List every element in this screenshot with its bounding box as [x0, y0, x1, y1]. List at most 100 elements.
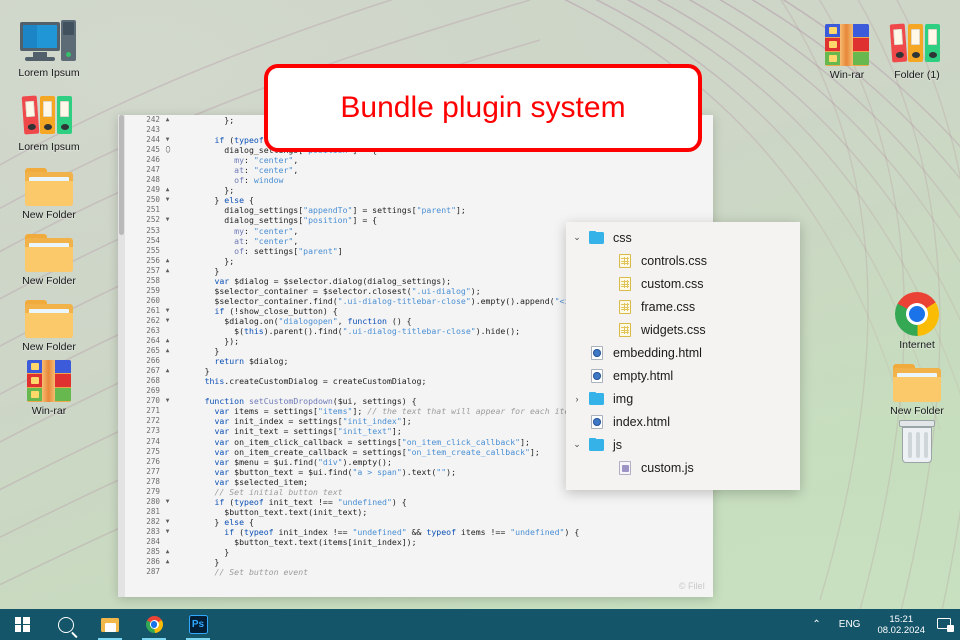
fold-down-icon[interactable]: ▼ [165, 216, 170, 224]
code-line: 263 $(this).parent().find(".ui-dialog-ti… [125, 325, 713, 337]
code-text [163, 386, 175, 396]
file-tree-row[interactable]: controls.css [566, 249, 800, 272]
clock-date: 08.02.2024 [877, 624, 925, 636]
code-text: $(this).parent().find(".ui-dialog-titleb… [175, 325, 521, 336]
notification-icon[interactable] [937, 617, 954, 632]
line-number: 282▼ [125, 516, 169, 527]
chevron-down-icon[interactable]: ⌄ [573, 232, 581, 242]
folder-icon [6, 222, 92, 272]
html-file-icon [588, 345, 606, 361]
file-explorer-button[interactable] [88, 609, 132, 640]
file-tree-row[interactable]: embedding.html [566, 341, 800, 364]
desktop-icon-label: New Folder [22, 341, 76, 353]
desktop-icon-new-folder-right[interactable]: New Folder [874, 352, 960, 417]
start-button[interactable] [0, 609, 44, 640]
bookmark-icon[interactable]: ⬯ [165, 145, 171, 155]
desktop-icon-winrar-left[interactable]: Win-rar [6, 352, 92, 417]
line-number: 272 [125, 416, 163, 427]
code-line: 281 $button_text.text(init_text); [125, 506, 713, 517]
clock[interactable]: 15:21 08.02.2024 [869, 614, 933, 636]
file-tree-row[interactable]: empty.html [566, 364, 800, 387]
watermark: © FileI [678, 581, 705, 591]
line-number: 252▼ [125, 215, 169, 226]
chevron-down-icon[interactable]: ⌄ [573, 439, 581, 449]
code-line: 243 [125, 125, 713, 136]
photoshop-button[interactable]: Ps [176, 609, 220, 640]
line-number: 274 [125, 436, 163, 447]
code-text: var $dialog = $selector.dialog(dialog_se… [214, 275, 452, 286]
file-tree-row[interactable]: index.html [566, 410, 800, 433]
file-explorer-icon [101, 617, 119, 632]
fold-up-icon[interactable]: ▲ [165, 548, 170, 556]
fold-down-icon[interactable]: ▼ [165, 136, 170, 144]
file-tree-row[interactable]: ›img [566, 387, 800, 410]
code-text: } [175, 346, 220, 357]
line-number: 260 [125, 295, 163, 306]
chrome-button[interactable] [132, 609, 176, 640]
fold-up-icon[interactable]: ▲ [165, 186, 170, 194]
file-tree-row[interactable]: ⌄js [566, 433, 800, 456]
code-text: } [175, 547, 230, 558]
file-tree-row[interactable]: frame.css [566, 295, 800, 318]
fold-down-icon[interactable]: ▼ [165, 517, 170, 525]
js-file-icon [616, 460, 634, 476]
folder-icon [588, 437, 606, 453]
chrome-icon [145, 616, 163, 633]
desktop-icon-recycle-bin[interactable] [874, 414, 960, 467]
fold-down-icon[interactable]: ▼ [165, 527, 170, 535]
code-line: 249▲ }; [125, 185, 713, 196]
fold-down-icon[interactable]: ▼ [165, 306, 170, 314]
desktop-icon-new-folder-2[interactable]: New Folder [6, 222, 92, 287]
code-text: // Set initial button text [214, 486, 343, 497]
tray-expand-icon[interactable]: ⌃ [812, 619, 821, 630]
code-text: } else { [175, 195, 254, 206]
code-text: function setCustomDropdown($ui, settings… [204, 396, 417, 407]
fold-down-icon[interactable]: ▼ [165, 397, 170, 405]
desktop-icon-new-folder-3[interactable]: New Folder [6, 288, 92, 353]
line-number: 254 [125, 235, 163, 246]
chevron-right-icon[interactable]: › [575, 393, 579, 404]
code-text: at: "center", [234, 165, 299, 176]
line-number: 278 [125, 476, 163, 487]
fold-up-icon[interactable]: ▲ [165, 558, 170, 566]
fold-up-icon[interactable]: ▲ [165, 256, 170, 264]
line-number: 280▼ [125, 496, 169, 507]
desktop-icon-winrar-right[interactable]: Win-rar [804, 16, 890, 81]
language-indicator[interactable]: ENG [838, 619, 861, 630]
fold-up-icon[interactable]: ▲ [165, 367, 170, 375]
line-number: 243 [125, 125, 163, 136]
desktop-icon-label: Lorem Ipsum [18, 67, 80, 79]
desktop-icon-new-folder-1[interactable]: New Folder [6, 156, 92, 221]
fold-up-icon[interactable]: ▲ [165, 347, 170, 355]
code-line: 271 var items = settings["items"]; // th… [125, 406, 713, 417]
search-button[interactable] [44, 609, 88, 640]
code-text: return $dialog; [214, 356, 289, 367]
code-text: $selector_container = $selector.closest(… [175, 285, 481, 296]
line-number: 264▲ [125, 336, 169, 347]
file-tree-row[interactable]: widgets.css [566, 318, 800, 341]
editor-scrollbar[interactable] [118, 115, 125, 597]
desktop-icon-lorem-ipsum-computer[interactable]: Lorem Ipsum [6, 14, 92, 79]
desktop-icon-folder-1[interactable]: Folder (1) [874, 16, 960, 81]
code-line: 267▲ } [125, 366, 713, 377]
desktop-icon-lorem-ipsum-binders[interactable]: Lorem Ipsum [6, 88, 92, 153]
fold-up-icon[interactable]: ▲ [165, 116, 170, 123]
line-number: 256▲ [125, 255, 169, 266]
line-number: 261▼ [125, 305, 169, 316]
desktop-icon-label: New Folder [890, 405, 944, 417]
file-tree-row[interactable]: custom.js [566, 456, 800, 479]
fold-up-icon[interactable]: ▲ [165, 266, 170, 274]
code-line: 254 at: "center", [125, 235, 713, 246]
line-number: 266 [125, 356, 163, 367]
file-tree-row[interactable]: custom.css [566, 272, 800, 295]
fold-down-icon[interactable]: ▼ [165, 316, 170, 324]
code-line: 283▼ if (typeof init_index !== "undefine… [125, 526, 713, 537]
fold-down-icon[interactable]: ▼ [165, 497, 170, 505]
fold-down-icon[interactable]: ▼ [165, 196, 170, 204]
desktop-icon-internet[interactable]: Internet [874, 286, 960, 351]
file-tree-row[interactable]: ⌄css [566, 226, 800, 249]
fold-up-icon[interactable]: ▲ [165, 337, 170, 345]
